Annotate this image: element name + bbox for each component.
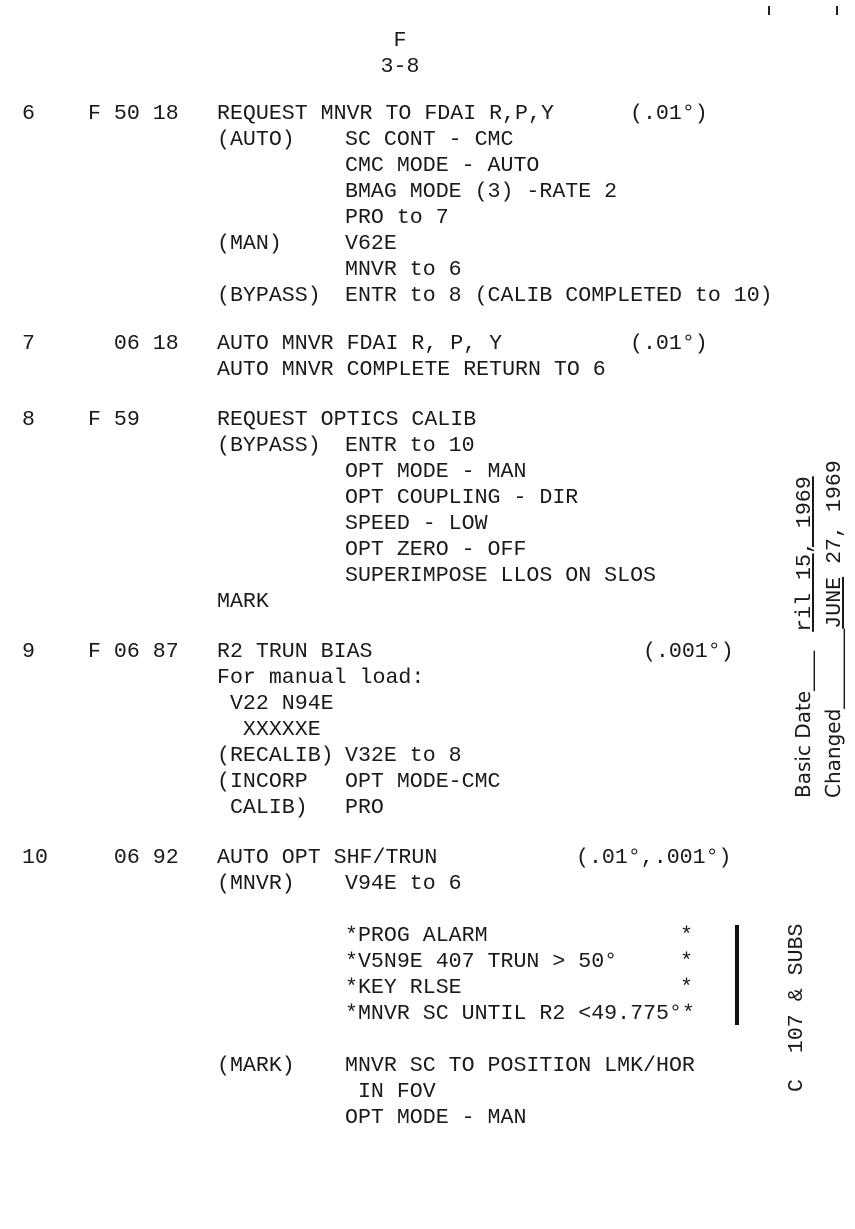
basic-date-label: Basic Date [791, 690, 815, 798]
line-text: SC CONT - CMC [345, 128, 514, 152]
line-text: OPT MODE-CMC [345, 770, 501, 794]
display-units: (.01°) [630, 102, 708, 126]
alarm-box-edge: * [680, 976, 693, 1000]
display-code: F 06 87 [88, 640, 179, 664]
alarm-box-edge: * [680, 924, 693, 948]
change-reference: C 107 & SUBS [785, 923, 809, 1092]
line-text: XXXXXE [217, 718, 321, 742]
scan-mark [836, 6, 838, 15]
alarm-box-edge: * [680, 950, 693, 974]
basic-date: Basic Date____ ril 15, 1969 [791, 476, 817, 798]
line-text: AUTO MNVR COMPLETE RETURN TO 6 [217, 358, 606, 382]
page-number: 3-8 [380, 55, 420, 79]
line-text: OPT COUPLING - DIR [345, 486, 579, 510]
changed-label: Changed [821, 708, 845, 798]
line-text: IN FOV [345, 1080, 436, 1104]
display-units: (.01°,.001°) [576, 846, 732, 870]
display-code: F 50 18 [88, 102, 179, 126]
line-text: BMAG MODE (3) -RATE 2 [345, 180, 618, 204]
line-text: CMC MODE - AUTO [345, 154, 540, 178]
line-text: AUTO OPT SHF/TRUN [217, 846, 438, 870]
line-text: V94E to 6 [345, 872, 462, 896]
line-label: (MNVR) [217, 872, 295, 896]
line-label: (RECALIB) [217, 744, 334, 768]
scan-mark [768, 6, 770, 15]
line-label: (BYPASS) [217, 284, 321, 308]
line-label: (BYPASS) [217, 434, 321, 458]
line-text: R2 TRUN BIAS [217, 640, 373, 664]
display-code: 06 92 [88, 846, 179, 870]
line-text: For manual load: [217, 666, 425, 690]
display-code: 06 18 [88, 332, 179, 356]
step-number: 9 [22, 640, 35, 664]
line-label: MARK [217, 590, 269, 614]
line-text: REQUEST OPTICS CALIB [217, 408, 477, 432]
line-text: OPT ZERO - OFF [345, 538, 527, 562]
step-number: 7 [22, 332, 35, 356]
line-text: V22 N94E [217, 692, 334, 716]
step-number: 8 [22, 408, 35, 432]
line-text: PRO [345, 796, 384, 820]
line-text: PRO to 7 [345, 206, 449, 230]
display-code: F 59 [88, 408, 140, 432]
line-text: *V5N9E 407 TRUN > 50° [345, 950, 618, 974]
section-letter: F [393, 29, 407, 53]
line-text: REQUEST MNVR TO FDAI R,P,Y [217, 102, 554, 126]
line-text: V62E [345, 232, 397, 256]
line-text: V32E to 8 [345, 744, 462, 768]
line-text: SPEED - LOW [345, 512, 488, 536]
change-bar [735, 925, 739, 1025]
step-number: 10 [22, 846, 48, 870]
line-text: MNVR to 6 [345, 258, 462, 282]
display-units: (.001°) [630, 640, 734, 664]
line-text: OPT MODE - MAN [345, 460, 527, 484]
changed-value: JUNE [823, 576, 847, 629]
line-text: *PROG ALARM [345, 924, 488, 948]
display-units: (.01°) [630, 332, 708, 356]
line-label: (MARK) [217, 1054, 295, 1078]
basic-date-value: ril 15, 1969 [793, 476, 817, 632]
line-label: (AUTO) [217, 128, 295, 152]
line-text: *KEY RLSE [345, 976, 462, 1000]
line-text: ENTR to 8 (CALIB COMPLETED to 10) [345, 284, 773, 308]
line-text: ENTR to 10 [345, 434, 475, 458]
changed-date: Changed________JUNE 27, 1969 [821, 460, 847, 798]
line-label: CALIB) [217, 796, 308, 820]
line-text: AUTO MNVR FDAI R, P, Y [217, 332, 503, 356]
line-label: (INCORP [217, 770, 308, 794]
changed-value-year: 27, 1969 [823, 460, 847, 577]
line-text: MNVR SC TO POSITION LMK/HOR [345, 1054, 695, 1078]
line-text: SUPERIMPOSE LLOS ON SLOS [345, 564, 657, 588]
line-text: OPT MODE - MAN [345, 1106, 527, 1130]
step-number: 6 [22, 102, 35, 126]
line-text: *MNVR SC UNTIL R2 <49.775°* [345, 1002, 695, 1026]
line-label: (MAN) [217, 232, 282, 256]
